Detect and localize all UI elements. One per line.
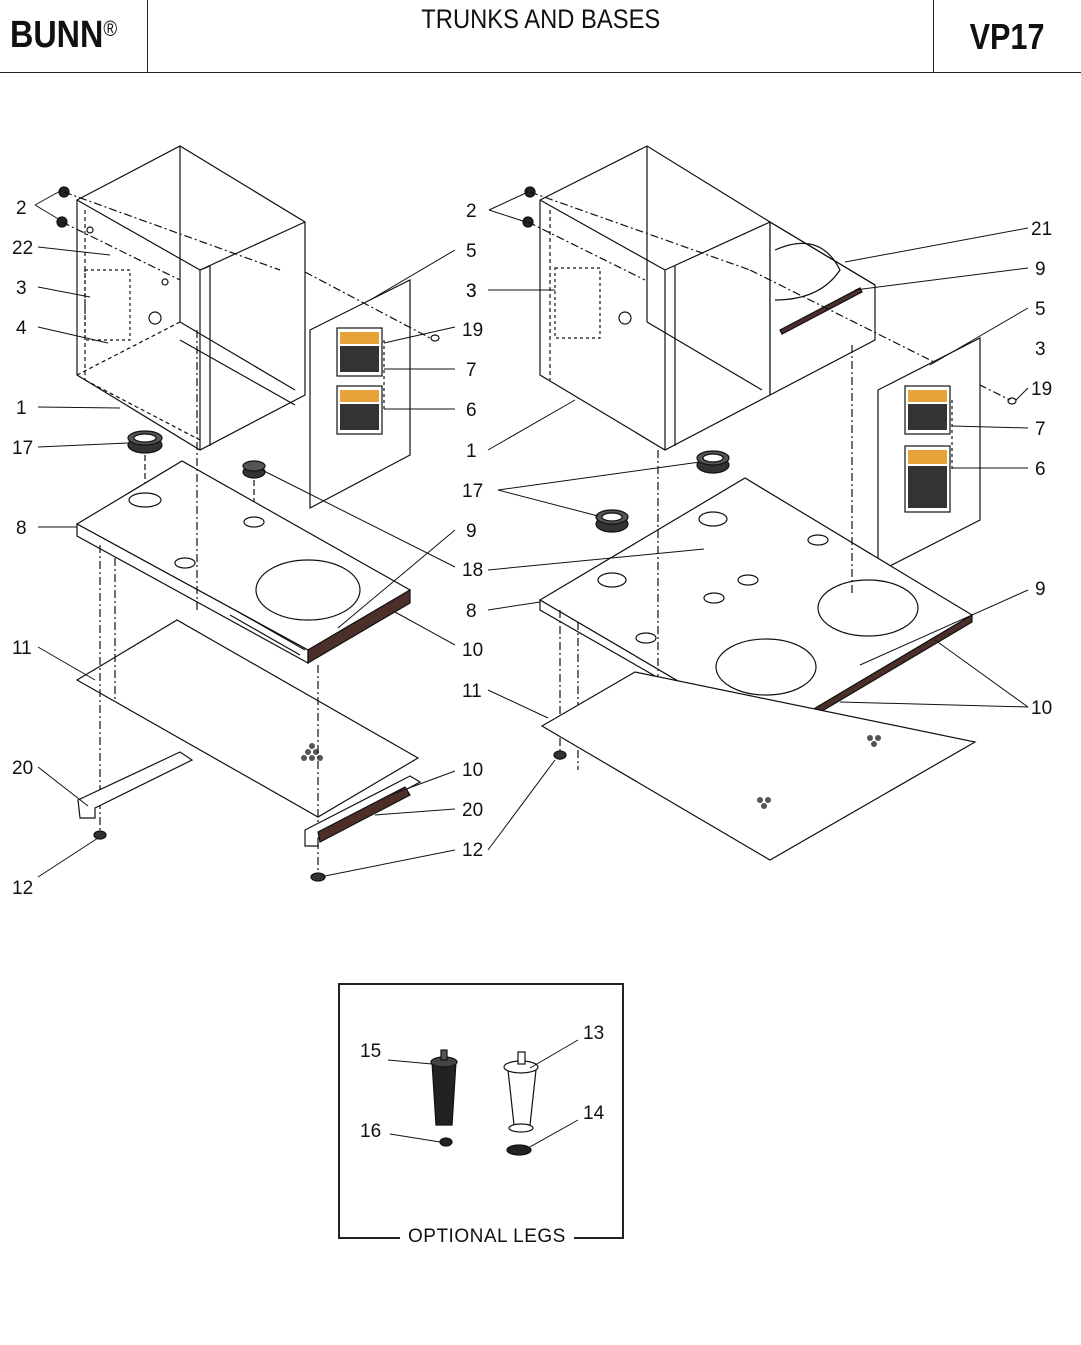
- callout-label: 11: [462, 681, 482, 702]
- page-code-cell: VP17: [934, 0, 1081, 72]
- optional-legs-box: [338, 983, 624, 1239]
- callout-label: 12: [12, 878, 33, 899]
- screw-icon: [430, 334, 440, 342]
- callout-label: 3: [16, 278, 27, 299]
- callout-label: 3: [466, 281, 477, 302]
- callout-label: 3: [466, 281, 477, 302]
- callout-label: 17: [12, 438, 33, 459]
- callout-label: 5: [1035, 299, 1046, 320]
- brand-cell: BUNN®: [0, 0, 148, 72]
- warning-label-icon: [904, 385, 951, 513]
- callout-label: 16: [360, 1121, 381, 1142]
- title-cell: TRUNKS AND BASES: [148, 0, 934, 72]
- left-bottom-plate: [75, 619, 420, 818]
- right-side-panel: [877, 337, 981, 573]
- left-base: [75, 460, 412, 665]
- callout-label: 18: [462, 560, 483, 581]
- vent-grille-icon: [757, 735, 881, 809]
- callout-label: 21: [1031, 219, 1052, 240]
- callout-label: 9: [466, 521, 477, 542]
- callout-label: 4: [16, 318, 27, 339]
- callout-label: 15: [360, 1041, 381, 1062]
- right-trunk: [539, 145, 876, 451]
- callout-label: 1: [466, 441, 477, 462]
- leveling-foot-icon: [93, 830, 326, 882]
- left-trunk: [76, 145, 306, 451]
- callout-label: 22: [12, 238, 33, 259]
- exploded-diagram: 2 22 3 4 1 17 8 11 20 12 5 3 19 7 6 9 18…: [12, 145, 1052, 1156]
- callout-label: 12: [462, 840, 483, 861]
- callout-label: 2: [16, 198, 27, 219]
- callout-label: 9: [1035, 259, 1046, 280]
- left-side-panel: [309, 279, 411, 509]
- callout-label: 19: [1031, 379, 1052, 400]
- callout-label: 19: [462, 320, 483, 341]
- callout-label: 5: [466, 241, 477, 262]
- callout-label: 20: [12, 758, 33, 779]
- callout-label: 17: [462, 481, 483, 502]
- callout-label: 14: [583, 1103, 605, 1124]
- optional-legs-caption: OPTIONAL LEGS: [400, 1226, 574, 1248]
- screw-icon: [1007, 397, 1017, 405]
- registered-mark: ®: [103, 16, 118, 41]
- right-bottom-plate: [540, 671, 977, 861]
- callout-label: 8: [16, 518, 27, 539]
- callout-label: 7: [466, 360, 477, 381]
- page-title: TRUNKS AND BASES: [420, 4, 660, 34]
- callout-label: 10: [462, 760, 483, 781]
- callout-label: 10: [462, 640, 483, 661]
- callout-label: 1: [16, 398, 27, 419]
- callout-label: 20: [462, 800, 483, 821]
- leg-black-icon: [430, 1049, 458, 1147]
- callout-label: 10: [1031, 698, 1052, 719]
- leg-white-icon: [503, 1051, 539, 1156]
- callout-label: 7: [1035, 419, 1046, 440]
- page-code: VP17: [970, 16, 1045, 57]
- warning-label-icon: [336, 327, 383, 435]
- callout-label: 2: [466, 201, 477, 222]
- brand-name: BUNN: [10, 14, 104, 56]
- callout-label: 9: [1035, 579, 1046, 600]
- brand-logo: BUNN®: [10, 14, 117, 57]
- callout-label: 6: [1035, 459, 1046, 480]
- callout-label: 3: [1035, 339, 1046, 360]
- page-header: BUNN® TRUNKS AND BASES VP17: [0, 0, 1081, 73]
- callout-label: 13: [583, 1023, 604, 1044]
- callout-label: 8: [466, 601, 477, 622]
- callout-label: 11: [12, 638, 32, 659]
- leveling-foot-icon: [553, 750, 567, 760]
- callout-label: 6: [466, 400, 477, 421]
